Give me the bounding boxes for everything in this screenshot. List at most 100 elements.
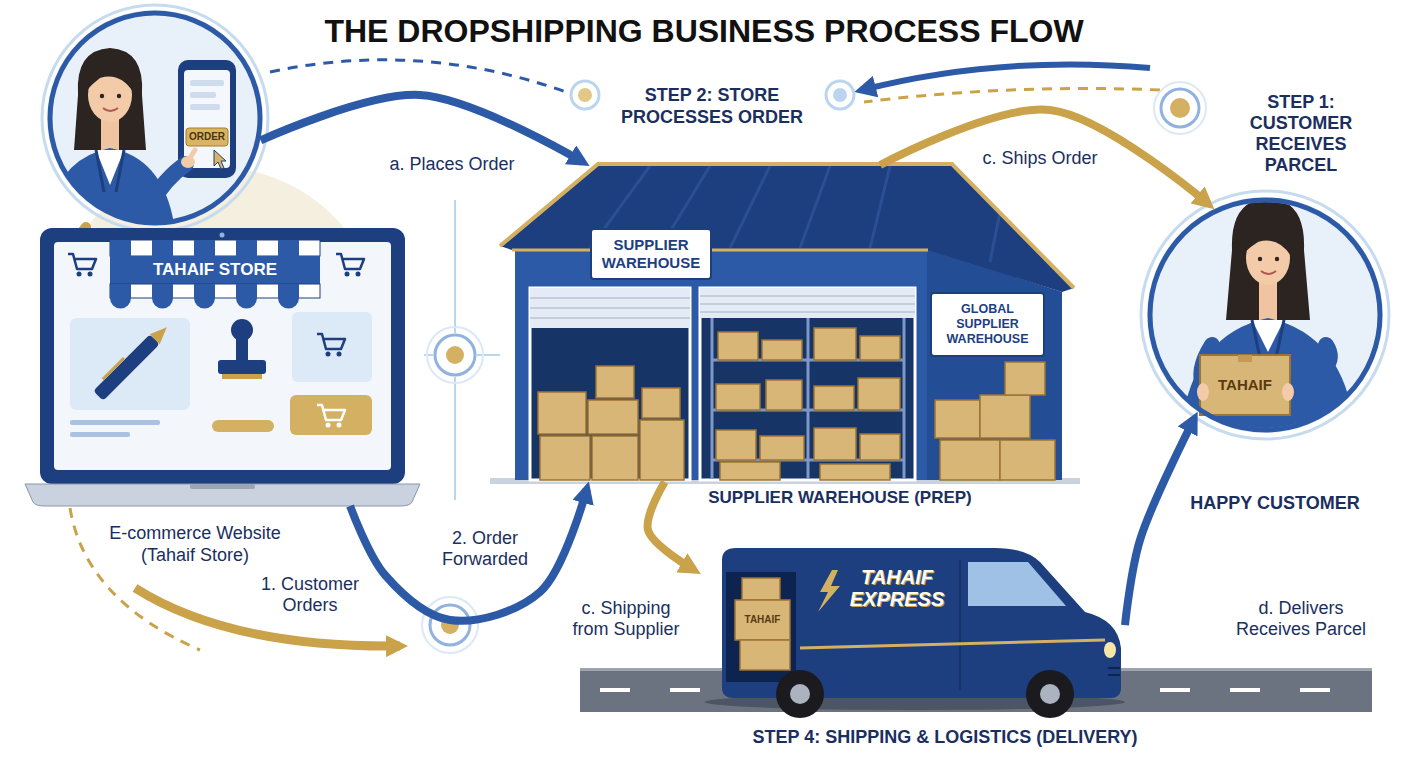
delivery-van-figure [1104,642,1116,658]
laptop-store [25,484,420,506]
warehouse-building [760,436,804,460]
decor-lines [424,354,433,356]
laptop-store [218,360,266,374]
happy-customer-figure [1288,345,1330,388]
road [1160,688,1190,692]
warehouse-building [718,332,758,360]
happy-customer-figure [1261,271,1276,274]
node-text: SUPPLIER WAREHOUSE (PREP) [680,487,1000,509]
customer-ordering-figure [100,94,104,98]
connector-dot [1170,98,1190,118]
edge-label: d. Delivers Receives Parcel [1230,598,1372,640]
warehouse-building [596,366,634,398]
delivery-van-figure [742,578,780,600]
warehouse-building [530,298,690,318]
edge-label: c. Shipping from Supplier [560,598,692,640]
delivery-van-figure [735,578,790,670]
node-text: TAHAIF STORE [110,256,320,284]
customer-ordering-figure [190,92,216,98]
text-slot: TAHAIF STORE [110,256,320,284]
step-label: STEP 1: CUSTOMER RECEIVES PARCEL [1230,92,1372,176]
circle-outline [50,13,260,223]
delivery-van-figure [726,572,796,682]
laptop-store [91,320,172,401]
laptop-store [110,256,320,284]
customer-ordering-figure [186,128,228,146]
text-slot: STEP 1: CUSTOMER RECEIVES PARCEL [1230,92,1372,176]
customer-ordering-figure [87,62,133,92]
connector-dot [833,88,847,102]
step-label: STEP 4: SHIPPING & LOGISTICS (DELIVERY) [700,726,1190,748]
connector-dot [571,81,599,109]
road [600,688,630,692]
warehouse-building [766,380,802,410]
laptop-store [292,312,372,382]
warehouse-building [762,340,802,360]
laptop-store [290,395,372,435]
happy-customer-figure [1141,191,1389,439]
laptop-store [25,228,420,506]
delivery-van-figure [1026,670,1074,718]
connector-dot [427,327,483,383]
laptop-store [194,240,215,256]
text-slot: d. Delivers Receives Parcel [1230,598,1372,640]
customer-ordering-figure [190,150,195,158]
connector-dot [446,346,464,364]
warehouse-building [1000,440,1055,480]
laptop-store [110,240,320,256]
laptop-store [110,298,299,309]
laptop-store [212,420,274,432]
laptop-store [236,338,248,360]
laptop-store [317,334,345,357]
warehouse-building [860,336,900,360]
warehouse-building [500,164,1074,292]
customer-ordering-figure [47,10,263,226]
road [1230,688,1260,692]
warehouse-building [935,400,980,438]
laptop-store [278,240,299,256]
warehouse-building [530,288,690,480]
circle-outline [47,10,263,226]
step-label: STEP 2: STORE PROCESSES ORDER [612,84,812,128]
warehouse-building [860,434,900,460]
customer-ordering-figure [150,164,186,205]
warehouse-building [980,395,1030,438]
warehouse-building [700,296,915,312]
delivery-van-figure [776,670,824,718]
text-slot: ORDER [186,128,228,146]
happy-customer-figure [1275,257,1279,261]
happy-customer-figure [1259,280,1277,320]
warehouse-building [716,384,760,410]
laptop-store [110,240,131,256]
delivery-van-figure [1108,668,1120,675]
flow-arrow [1125,419,1194,625]
connector-dot [578,88,592,102]
warehouse-building [820,464,890,480]
laptop-store [236,284,257,298]
connector-dot [826,81,854,109]
node-caption: E-commerce Website (Tahaif Store) [105,522,285,566]
edge-label: a. Places Order [385,154,518,175]
customer-circle: TAHAIFHAPPY CUSTOMER [1147,197,1383,433]
laptop-store [222,374,262,379]
delivery-van-figure [818,570,840,612]
warehouse-building [515,244,927,480]
customer-ordering-figure [42,5,268,231]
delivery-van-figure [740,640,790,670]
ecommerce-laptop: TAHAIF STOREE-commerce Website (Tahaif S… [25,228,420,506]
node-text: TAHAIF EXPRESS [842,566,952,610]
warehouse-building [940,440,1000,480]
delivery-van: TAHAIF EXPRESSTAHAIF [700,540,1125,725]
warehouse-sign: SUPPLIER WAREHOUSE [590,228,712,280]
laptop-store [110,284,131,298]
happy-customer-figure [1180,318,1356,440]
customer-ordering-figure [42,5,268,231]
warehouse-building [716,430,756,460]
happy-customer-figure [1252,320,1284,358]
laptop-store [236,240,257,256]
connector-dot [430,605,470,645]
warehouse-building [538,392,586,434]
text-slot: THE DROPSHIPPING BUSINESS PROCESS FLOW [0,12,1408,50]
customer-ordering-figure [178,60,236,178]
